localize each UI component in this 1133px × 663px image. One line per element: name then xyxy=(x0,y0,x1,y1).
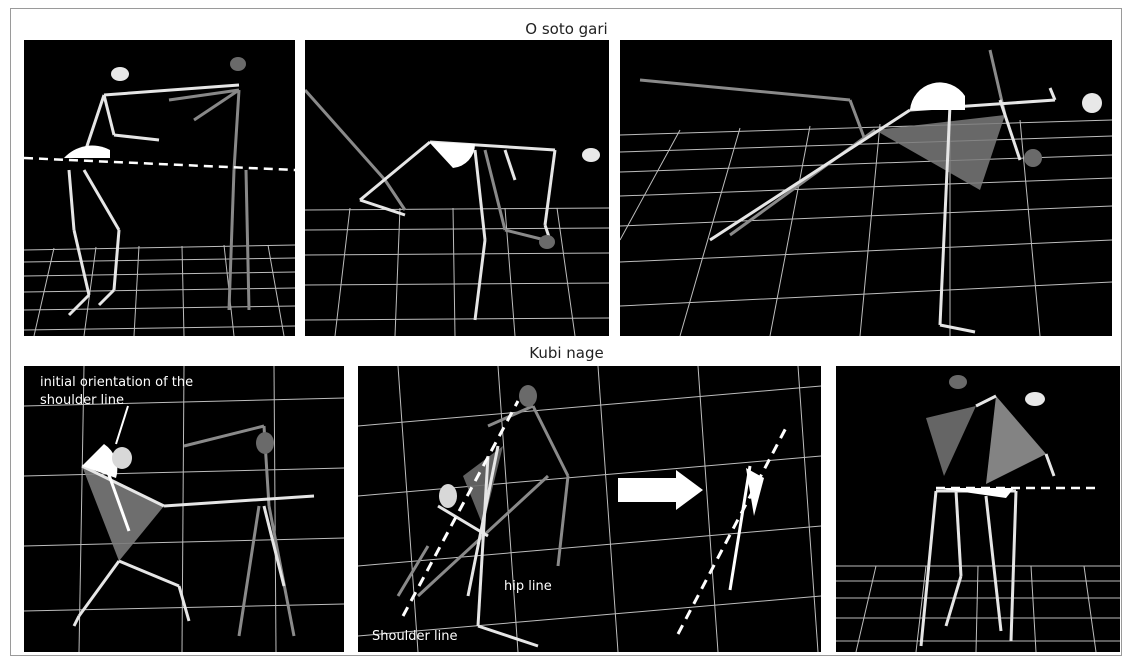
thrower-head xyxy=(439,484,457,508)
kubi-scene-2 xyxy=(358,366,821,652)
shoulder-angle-marker xyxy=(429,142,475,168)
thrower-head xyxy=(1025,392,1045,406)
osoto-scene-1 xyxy=(24,40,295,336)
thrower-figure xyxy=(360,142,555,320)
opponent-torso-triangle xyxy=(926,406,976,476)
shoulder-line-label: Shoulder line xyxy=(372,628,457,646)
floor-grid xyxy=(24,245,295,336)
shoulder-angle-marker xyxy=(936,488,1014,498)
opponent-head xyxy=(519,385,537,407)
floor-grid xyxy=(305,208,609,336)
opponent-head xyxy=(949,375,967,389)
opponent-figure xyxy=(169,90,249,310)
opponent-head xyxy=(539,235,555,249)
kubi-scene-3 xyxy=(836,366,1120,652)
reference-dashed-line xyxy=(24,158,295,170)
shoulder-angle-marker xyxy=(910,82,965,110)
section-title-kubi-nage: Kubi nage xyxy=(0,344,1133,362)
transition-arrow xyxy=(618,470,703,510)
opponent-head xyxy=(256,432,274,454)
shoulder-dashed-line-rotated xyxy=(678,424,788,634)
osoto-panel-1 xyxy=(24,40,295,336)
thrower-figure xyxy=(438,446,538,646)
floor-grid xyxy=(358,366,821,652)
opponent-head xyxy=(1024,149,1042,167)
section-title-o-soto-gari: O soto gari xyxy=(0,20,1133,38)
shoulder-dashed-line xyxy=(403,401,518,616)
osoto-scene-2 xyxy=(305,40,609,336)
kubi-panel-1: initial orientation of the shoulder line xyxy=(24,366,344,652)
thrower-head xyxy=(1082,93,1102,113)
shoulder-angle-marker xyxy=(64,146,110,158)
osoto-scene-3 xyxy=(620,40,1112,336)
thrower-figure xyxy=(69,85,239,315)
thrower-head xyxy=(582,148,600,162)
thrower-torso-triangle xyxy=(986,396,1046,484)
floor-grid xyxy=(836,566,1120,652)
initial-orientation-label: initial orientation of the shoulder line xyxy=(40,374,230,410)
osoto-panel-2 xyxy=(305,40,609,336)
label-pointer xyxy=(116,406,128,444)
osoto-panel-3 xyxy=(620,40,1112,336)
kubi-panel-2: hip line Shoulder line xyxy=(358,366,821,652)
kubi-panel-3 xyxy=(836,366,1120,652)
opponent-head xyxy=(230,57,246,71)
hip-line-label: hip line xyxy=(504,578,552,596)
thrower-head xyxy=(111,67,129,81)
thrower-head xyxy=(112,447,132,469)
opponent-figure xyxy=(184,426,294,636)
